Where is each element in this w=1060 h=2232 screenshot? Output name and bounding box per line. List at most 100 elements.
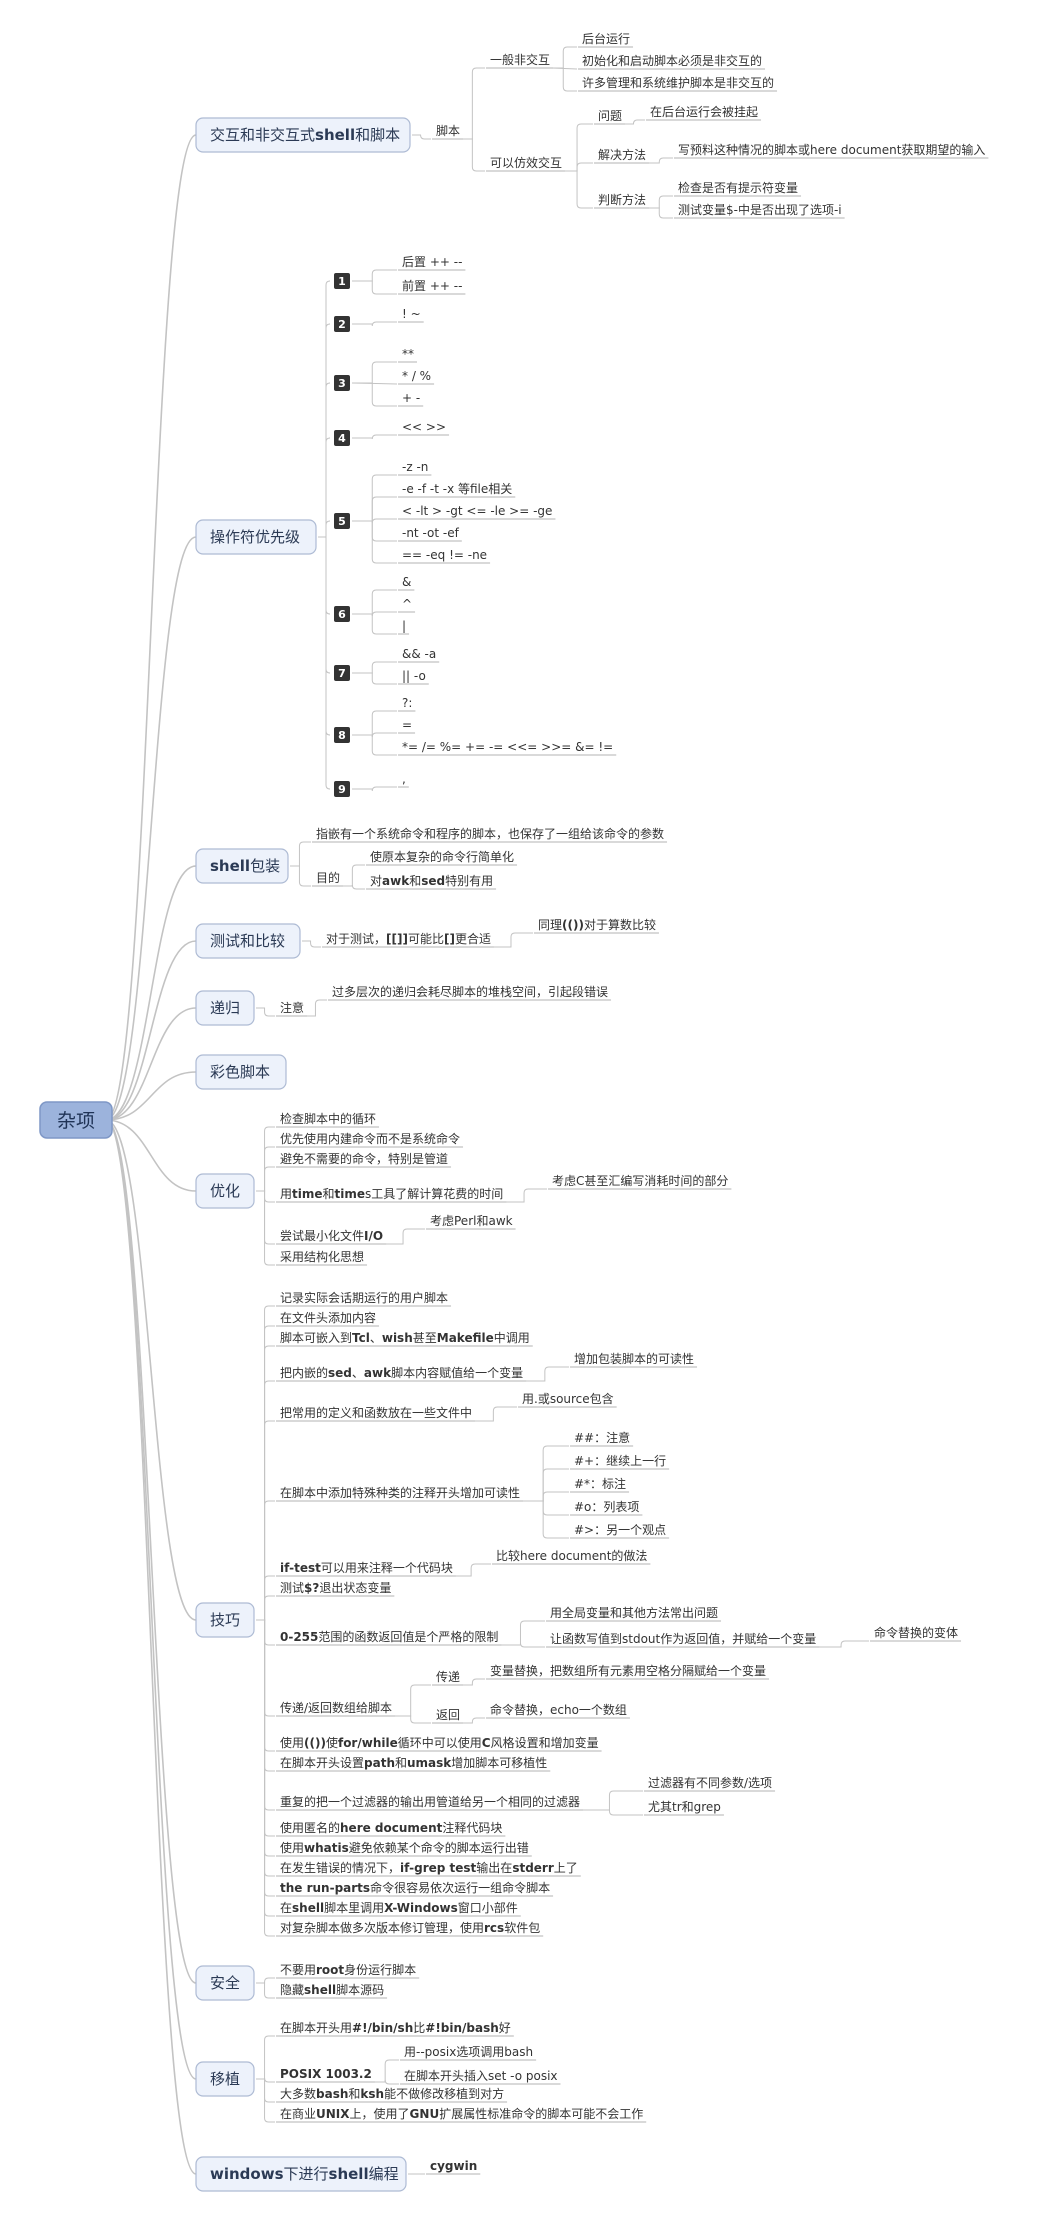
node-label-b1a1a: 后台运行 (582, 31, 630, 46)
connector (318, 323, 331, 538)
connector (256, 1190, 275, 1203)
priority-number: 8 (338, 729, 346, 742)
node-label-b8g: if-test可以用来注释一个代码块 (280, 1560, 453, 1575)
connector (352, 589, 397, 615)
node-label-b10b: POSIX 1003.2 (280, 2067, 372, 2081)
node-label-b7f: 采用结构化思想 (280, 1249, 364, 1264)
node-label-b8h: 测试$?退出状态变量 (280, 1580, 391, 1595)
connector (306, 999, 327, 1017)
node-label-n5e: == -eq != -ne (402, 548, 487, 562)
connector (522, 1500, 569, 1539)
node-label-b8q: the run-parts命令很容易依次运行一组命令脚本 (280, 1880, 550, 1895)
priority-badge-4 (334, 430, 350, 446)
connector (385, 1228, 425, 1245)
node-label-b3b1: 使原本复杂的命令行简单化 (370, 849, 514, 864)
node-label-b8f2: #+：继续上一行 (574, 1454, 666, 1468)
node-label-b8i: 0-255范围的函数返回值是个严格的限制 (280, 1629, 498, 1644)
priority-number: 3 (338, 377, 346, 390)
node-label-b9a: 不要用root身份运行脚本 (280, 1962, 416, 1977)
branch-node-b6 (195, 1054, 287, 1090)
connector (256, 1619, 275, 1937)
connector (462, 138, 485, 172)
connector (256, 1007, 275, 1017)
node-label-b8j2: 返回 (436, 1708, 460, 1722)
connector (256, 2035, 275, 2080)
connector (624, 119, 645, 125)
connector (352, 710, 397, 736)
connector (318, 437, 331, 538)
branch-label: shell包装 (210, 857, 280, 875)
connector (492, 932, 533, 948)
node-label-b3b2: 对awk和sed特别有用 (370, 873, 493, 888)
connector (394, 1715, 431, 1724)
node-label-b8b: 在文件头添加内容 (280, 1310, 376, 1325)
node-label-b5a1: 过多层次的递归会耗尽脚本的堆栈空间，引起段错误 (332, 984, 608, 999)
node-label-n5a: -z -n (402, 460, 428, 474)
branch-node-b4 (195, 923, 301, 959)
connector (522, 1500, 569, 1516)
connector (256, 1595, 275, 1621)
node-label-b8g1: 比较here document的做法 (496, 1548, 647, 1563)
node-label-b8m1: 过滤器有不同参数/选项 (648, 1775, 772, 1790)
connector (256, 1305, 275, 1621)
branch-node-b11 (195, 2156, 407, 2192)
connector (256, 1982, 275, 1999)
connector (500, 1642, 545, 1648)
priority-badge-7 (334, 665, 350, 681)
connector (256, 1619, 275, 1917)
connector (318, 280, 331, 538)
node-label-b8j1: 传递 (436, 1669, 460, 1684)
node-label-b8e: 把常用的定义和函数放在一些文件中 (280, 1405, 472, 1420)
connector (648, 207, 673, 219)
node-label-b7c: 避免不需要的命令，特别是管道 (280, 1151, 448, 1166)
node-label-n3c: + - (402, 391, 420, 405)
connector (256, 1345, 275, 1621)
connector (373, 2079, 399, 2085)
connector (256, 2077, 275, 2083)
connector (352, 786, 397, 792)
node-label-b10a: 在脚本开头用#!/bin/sh比#!bin/bash好 (280, 2020, 511, 2035)
connector (256, 1575, 275, 1621)
priority-badge-2 (334, 316, 350, 332)
connector (462, 67, 485, 140)
connector (522, 1468, 569, 1502)
branch-node-b5 (195, 990, 255, 1026)
connector (462, 1717, 485, 1724)
connector (525, 1366, 569, 1382)
node-label-b8a: 记录实际会话期运行的用户脚本 (280, 1290, 448, 1305)
connector (256, 1977, 275, 1984)
node-label-b10b1: 用--posix选项调用bash (404, 2045, 533, 2059)
node-label-b8p: 在发生错误的情况下，if-grep test输出在stderr上了 (280, 1860, 578, 1875)
connector (105, 1119, 197, 2175)
node-label-b8f4: #o：列表项 (574, 1500, 639, 1514)
priority-number: 5 (338, 515, 346, 528)
root-node (39, 1101, 113, 1139)
priority-number: 4 (338, 432, 346, 445)
priority-badge-9 (334, 781, 350, 797)
node-label-b8f3: #*：标注 (574, 1476, 626, 1491)
connector (552, 46, 577, 69)
connector (352, 661, 397, 674)
node-label-b8f1: ##：注意 (574, 1430, 630, 1445)
node-label-b8m: 重复的把一个过滤器的输出用管道给另一个相同的过滤器 (280, 1794, 580, 1809)
node-label-b8d1: 增加包装脚本的可读性 (574, 1351, 694, 1366)
connector (256, 1325, 275, 1621)
node-label-b8j1a: 变量替换，把数组所有元素用空格分隔赋给一个变量 (490, 1663, 766, 1678)
node-label-b1a2c1: 检查是否有提示符变量 (678, 180, 798, 195)
node-label-b8o: 使用whatis避免依赖某个命令的脚本运行出错 (280, 1840, 529, 1855)
connector (352, 520, 397, 542)
node-label-b8i2a: 命令替换的变体 (874, 1625, 958, 1640)
connector (552, 67, 577, 92)
connector (105, 1119, 197, 1984)
node-label-b4a1: 同理(())对于算数比较 (538, 917, 656, 932)
node-label-n8b: = (402, 718, 412, 732)
connector (352, 280, 397, 295)
connector (648, 195, 673, 209)
branch-label: 测试和比较 (210, 932, 285, 950)
connector (352, 496, 397, 522)
priority-badge-6 (334, 606, 350, 622)
node-label-b8s: 对复杂脚本做多次版本修订管理，使用rcs软件包 (280, 1920, 540, 1935)
branch-node-b1 (195, 117, 411, 153)
node-label-b8k: 使用(())使for/while循环中可以使用C风格设置和增加变量 (280, 1735, 599, 1750)
